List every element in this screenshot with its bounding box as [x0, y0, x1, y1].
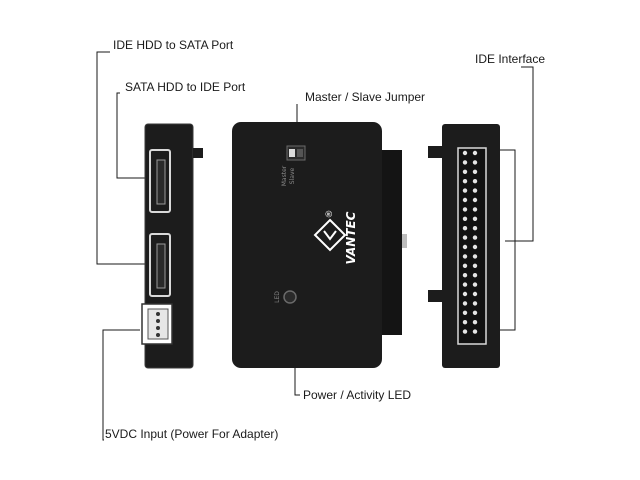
leader-line-ide-bracket: [500, 149, 516, 331]
ide-pin: [462, 254, 468, 259]
left-side-view: [141, 123, 203, 369]
ide-pin: [462, 226, 468, 231]
ide-interface-label: IDE Interface: [475, 52, 546, 66]
ide-pin: [462, 188, 468, 193]
sata-to-ide-port-label: SATA HDD to IDE Port: [125, 80, 246, 94]
ide-pin: [462, 197, 468, 203]
ide-pin: [462, 150, 468, 156]
ide-pin: [472, 254, 478, 259]
led-label: LED: [274, 291, 281, 303]
ide-pin: [462, 329, 468, 334]
ide-pin: [462, 216, 468, 221]
leader-line-sata-to-ide: [116, 92, 150, 179]
middle-top-view: [232, 122, 407, 368]
ide-pin: [462, 320, 468, 325]
ide-pin: [472, 244, 478, 250]
ide-pin: [472, 179, 478, 184]
jumper-label-slave: Slave: [289, 168, 296, 185]
ide-pin: [472, 282, 478, 287]
power-activity-led-label: Power / Activity LED: [303, 388, 412, 402]
ide-pin: [472, 301, 478, 306]
ide-pin: [462, 282, 468, 287]
ide-pin: [472, 320, 478, 325]
ide-pin: [462, 207, 468, 212]
activity-led: [283, 290, 297, 304]
ide-pin: [462, 169, 468, 174]
ide-pin: [472, 216, 478, 221]
ide-pin: [462, 160, 468, 165]
ide-to-sata-port-label: IDE HDD to SATA Port: [113, 38, 234, 52]
ide-pin: [472, 310, 478, 315]
ide-pin: [472, 197, 478, 203]
ide-pin: [462, 273, 468, 278]
master-slave-jumper-label: Master / Slave Jumper: [305, 90, 426, 104]
ide-pin: [472, 263, 478, 268]
ide-pin: [462, 263, 468, 268]
ide-pin: [462, 235, 468, 240]
ide-pin: [472, 273, 478, 278]
dc-input-label: 5VDC Input (Power For Adapter): [105, 427, 279, 441]
ide-pin: [462, 301, 468, 306]
ide-pin: [472, 150, 478, 156]
leader-line-dc-input: [102, 329, 140, 441]
sata-port-top: [149, 149, 171, 213]
vantec-logo-icon: [313, 218, 347, 252]
registered-mark: ®: [325, 210, 335, 219]
ide-pin: [472, 226, 478, 231]
jumper-label-master: Master: [281, 165, 288, 186]
ide-pin: [472, 235, 478, 240]
ide-pin: [462, 291, 468, 297]
ide-pin-grid: [462, 150, 478, 334]
ide-pin: [472, 169, 478, 174]
ide-pin: [472, 188, 478, 193]
ide-pin: [472, 291, 478, 297]
ide-connector: [457, 147, 487, 345]
leader-line-ide-to-sata: [96, 51, 150, 265]
ide-pin: [472, 160, 478, 165]
leader-line-ide-interface: [505, 66, 534, 242]
ide-pin: [472, 207, 478, 212]
ide-pin: [462, 310, 468, 315]
ide-pin: [462, 179, 468, 184]
sata-port-bottom: [149, 233, 171, 297]
ide-pin: [472, 329, 478, 334]
ide-pin: [462, 244, 468, 250]
vantec-brand: VANTEC: [344, 211, 358, 264]
right-side-view: [428, 124, 500, 368]
